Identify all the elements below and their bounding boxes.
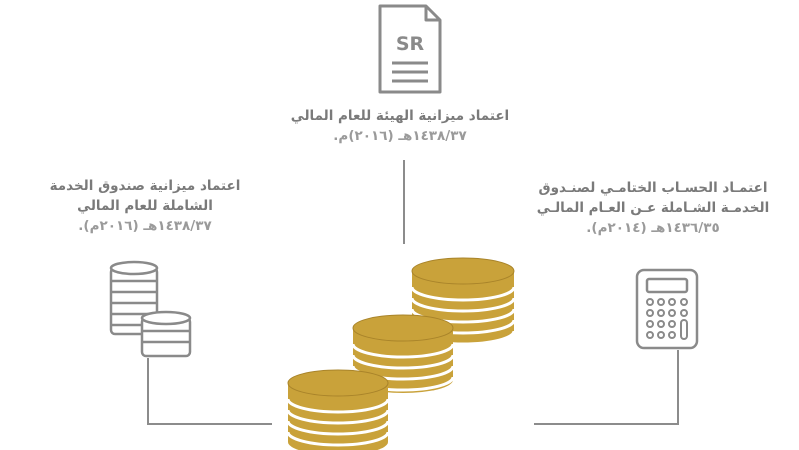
sr-document-icon: SR [378,4,442,94]
coin-groove [351,354,455,370]
coin-groove [410,286,516,302]
coin-groove [286,420,390,436]
coin-groove [410,308,516,324]
calculator-icon [635,268,699,350]
caption-top-line1: اعتماد ميزانية الهيئة للعام المالي [290,108,510,124]
coin-groove [286,398,390,414]
caption-left-line2: الشاملة للعام المالي [77,198,213,214]
caption-top-date: ١٤٣٨/٣٧هـ (٢٠١٦)م. [333,128,467,144]
coin-groove [286,409,390,425]
gold-coin-stacks [286,257,516,450]
caption-authority-budget: اعتماد ميزانية الهيئة للعام المالي ١٤٣٨/… [250,106,550,146]
coin-stack-top [352,314,454,342]
sr-label: SR [396,33,425,55]
caption-fund-budget: اعتماد ميزانية صندوق الخدمة الشاملة للعا… [10,176,280,236]
caption-right-date: ١٤٣٦/٣٥هـ (٢٠١٤م). [586,220,720,236]
connector-lines [147,160,679,425]
coin-stack-top [411,257,515,285]
connector-left [147,358,272,425]
caption-right-line1: اعتمـاد الحسـاب الختامـي لصنـدوق [538,180,768,196]
caption-left-line1: اعتماد ميزانية صندوق الخدمة [49,178,241,194]
gold-coin-stack [286,369,390,450]
coin-stacks-icon [109,260,192,358]
caption-final-account: اعتمـاد الحسـاب الختامـي لصنـدوق الخدمـة… [512,178,794,238]
coin-groove [286,431,390,447]
connector-right [534,350,679,425]
coin-groove [351,343,455,359]
caption-left-date: ١٤٣٨/٣٧هـ (٢٠١٦م). [78,218,212,234]
coin-stack-top [287,369,389,397]
coin-groove [410,297,516,313]
caption-right-line2: الخدمـة الشـاملة عـن العـام المالـي [536,200,770,216]
